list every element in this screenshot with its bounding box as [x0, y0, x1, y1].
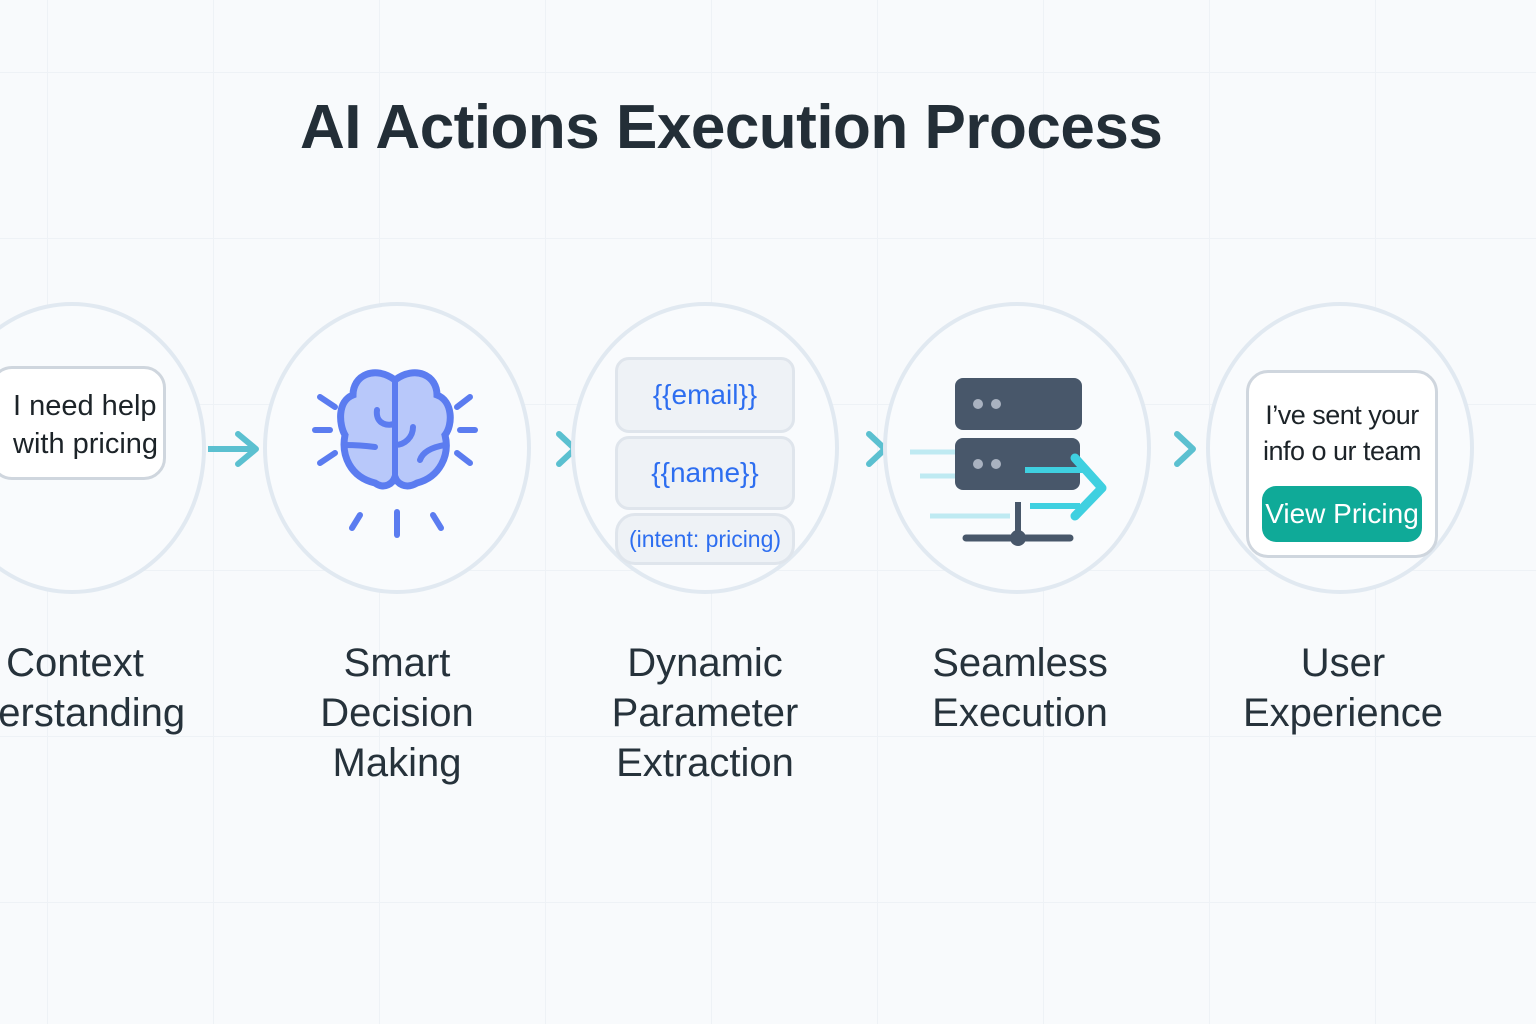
step-label-context: Context Understanding [0, 638, 235, 738]
page-title: AI Actions Execution Process [300, 93, 1163, 162]
label-line: Understanding [0, 691, 186, 735]
param-email: {{email}} [615, 357, 795, 433]
label-line: Context [6, 641, 144, 685]
arrow-icon [1133, 431, 1196, 467]
label-line: Execution [932, 691, 1108, 735]
label-line: Smart [343, 641, 451, 685]
label-line: Making [332, 741, 462, 785]
step-label-decision: Smart Decision Making [237, 638, 557, 788]
param-intent: (intent: pricing) [615, 513, 795, 565]
step-circle-execution [883, 302, 1151, 594]
label-line: Parameter [611, 691, 799, 735]
label-line: User [1300, 641, 1386, 685]
bubble-line: with pricing [13, 428, 159, 460]
label-line: Seamless [932, 641, 1108, 685]
reply-line: I’ve sent your [1265, 400, 1419, 430]
label-line: Dynamic [627, 641, 783, 685]
param-name: {{name}} [615, 436, 795, 510]
server-icon [910, 378, 1107, 546]
view-pricing-button[interactable]: View Pricing [1262, 486, 1422, 542]
reply-line: info o ur team [1262, 436, 1422, 466]
arrow-icon [208, 431, 259, 467]
brain-icon [312, 369, 478, 538]
bubble-line: I need help [13, 390, 157, 422]
label-line: Experience [1242, 691, 1444, 735]
label-line: Decision [320, 691, 474, 735]
label-line: Extraction [616, 741, 794, 785]
step-label-execution: Seamless Execution [860, 638, 1180, 738]
step-label-parameters: Dynamic Parameter Extraction [545, 638, 865, 788]
user-chat-bubble: I need help with pricing [0, 366, 166, 480]
step-label-experience: User Experience [1183, 638, 1503, 738]
